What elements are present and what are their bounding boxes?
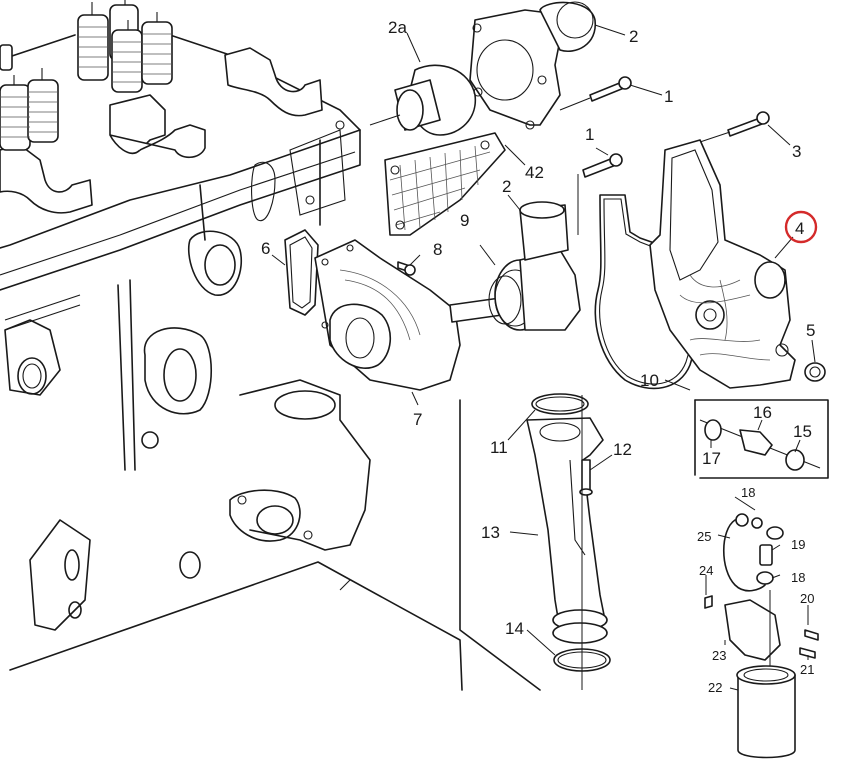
callout-13[interactable]: 13 xyxy=(481,523,500,542)
bearing-cap xyxy=(109,94,206,159)
part-2a-connector-pipe[interactable] xyxy=(369,64,477,136)
callout-10[interactable]: 10 xyxy=(640,371,659,390)
callout-20[interactable]: 20 xyxy=(800,591,814,606)
part-42-gasket-plate[interactable] xyxy=(384,132,506,236)
bearing-cap xyxy=(0,144,93,214)
callout-18a[interactable]: 18 xyxy=(741,485,755,500)
engine-block xyxy=(0,0,541,691)
callout-15[interactable]: 15 xyxy=(793,422,812,441)
part-2-outlet[interactable] xyxy=(519,201,569,261)
callout-9[interactable]: 9 xyxy=(460,211,469,230)
part-4-water-pump[interactable] xyxy=(649,139,796,389)
callout-1-top[interactable]: 1 xyxy=(664,87,673,106)
callout-23[interactable]: 23 xyxy=(712,648,726,663)
callout-8[interactable]: 8 xyxy=(433,240,442,259)
callout-17[interactable]: 17 xyxy=(702,449,721,468)
sensor-inset-box xyxy=(694,399,829,479)
callout-2-top[interactable]: 2 xyxy=(629,27,638,46)
part-3-bolt[interactable] xyxy=(699,111,770,143)
part-1-bolt[interactable] xyxy=(559,76,632,111)
callout-22[interactable]: 22 xyxy=(708,680,722,695)
callout-2-mid[interactable]: 2 xyxy=(502,177,511,196)
callout-4[interactable]: 4 xyxy=(795,219,804,238)
leader-lines xyxy=(271,24,816,691)
valve-springs xyxy=(0,0,173,151)
callout-24[interactable]: 24 xyxy=(699,563,713,578)
callout-16[interactable]: 16 xyxy=(753,403,772,422)
callout-1-mid[interactable]: 1 xyxy=(585,125,594,144)
part-7-pump-housing[interactable] xyxy=(314,239,461,391)
callout-21[interactable]: 21 xyxy=(800,662,814,677)
part-5-plug[interactable] xyxy=(804,362,826,382)
callout-7[interactable]: 7 xyxy=(413,410,422,429)
callout-25[interactable]: 25 xyxy=(697,529,711,544)
part-11-o-ring[interactable] xyxy=(531,393,589,415)
bearing-cap xyxy=(224,47,323,117)
callout-14[interactable]: 14 xyxy=(505,619,524,638)
highlight-circle xyxy=(784,210,818,244)
oil-filter-assembly[interactable] xyxy=(704,513,819,690)
part-1-bolt[interactable] xyxy=(577,153,623,235)
callout-12[interactable]: 12 xyxy=(613,440,632,459)
part-22-oil-filter[interactable] xyxy=(736,665,796,759)
callout-2a[interactable]: 2a xyxy=(388,18,407,37)
callout-5[interactable]: 5 xyxy=(806,321,815,340)
callout-3[interactable]: 3 xyxy=(792,142,801,161)
callout-11[interactable]: 11 xyxy=(490,438,508,457)
callout-18b[interactable]: 18 xyxy=(791,570,805,585)
callout-42[interactable]: 42 xyxy=(525,163,544,182)
part-14-o-ring[interactable] xyxy=(553,395,611,690)
part-9-pulley[interactable] xyxy=(449,244,581,331)
part-13-coolant-pipe[interactable] xyxy=(526,417,608,644)
part-8-screw[interactable] xyxy=(397,261,416,276)
callout-19a[interactable]: 19 xyxy=(791,537,805,552)
part-2-thermostat-housing[interactable] xyxy=(469,1,596,130)
callout-labels: 2a 2 1 1 3 42 2 4 6 8 9 5 10 7 16 15 17 … xyxy=(261,18,818,695)
callout-6[interactable]: 6 xyxy=(261,239,270,258)
part-6-gasket[interactable] xyxy=(284,229,319,316)
